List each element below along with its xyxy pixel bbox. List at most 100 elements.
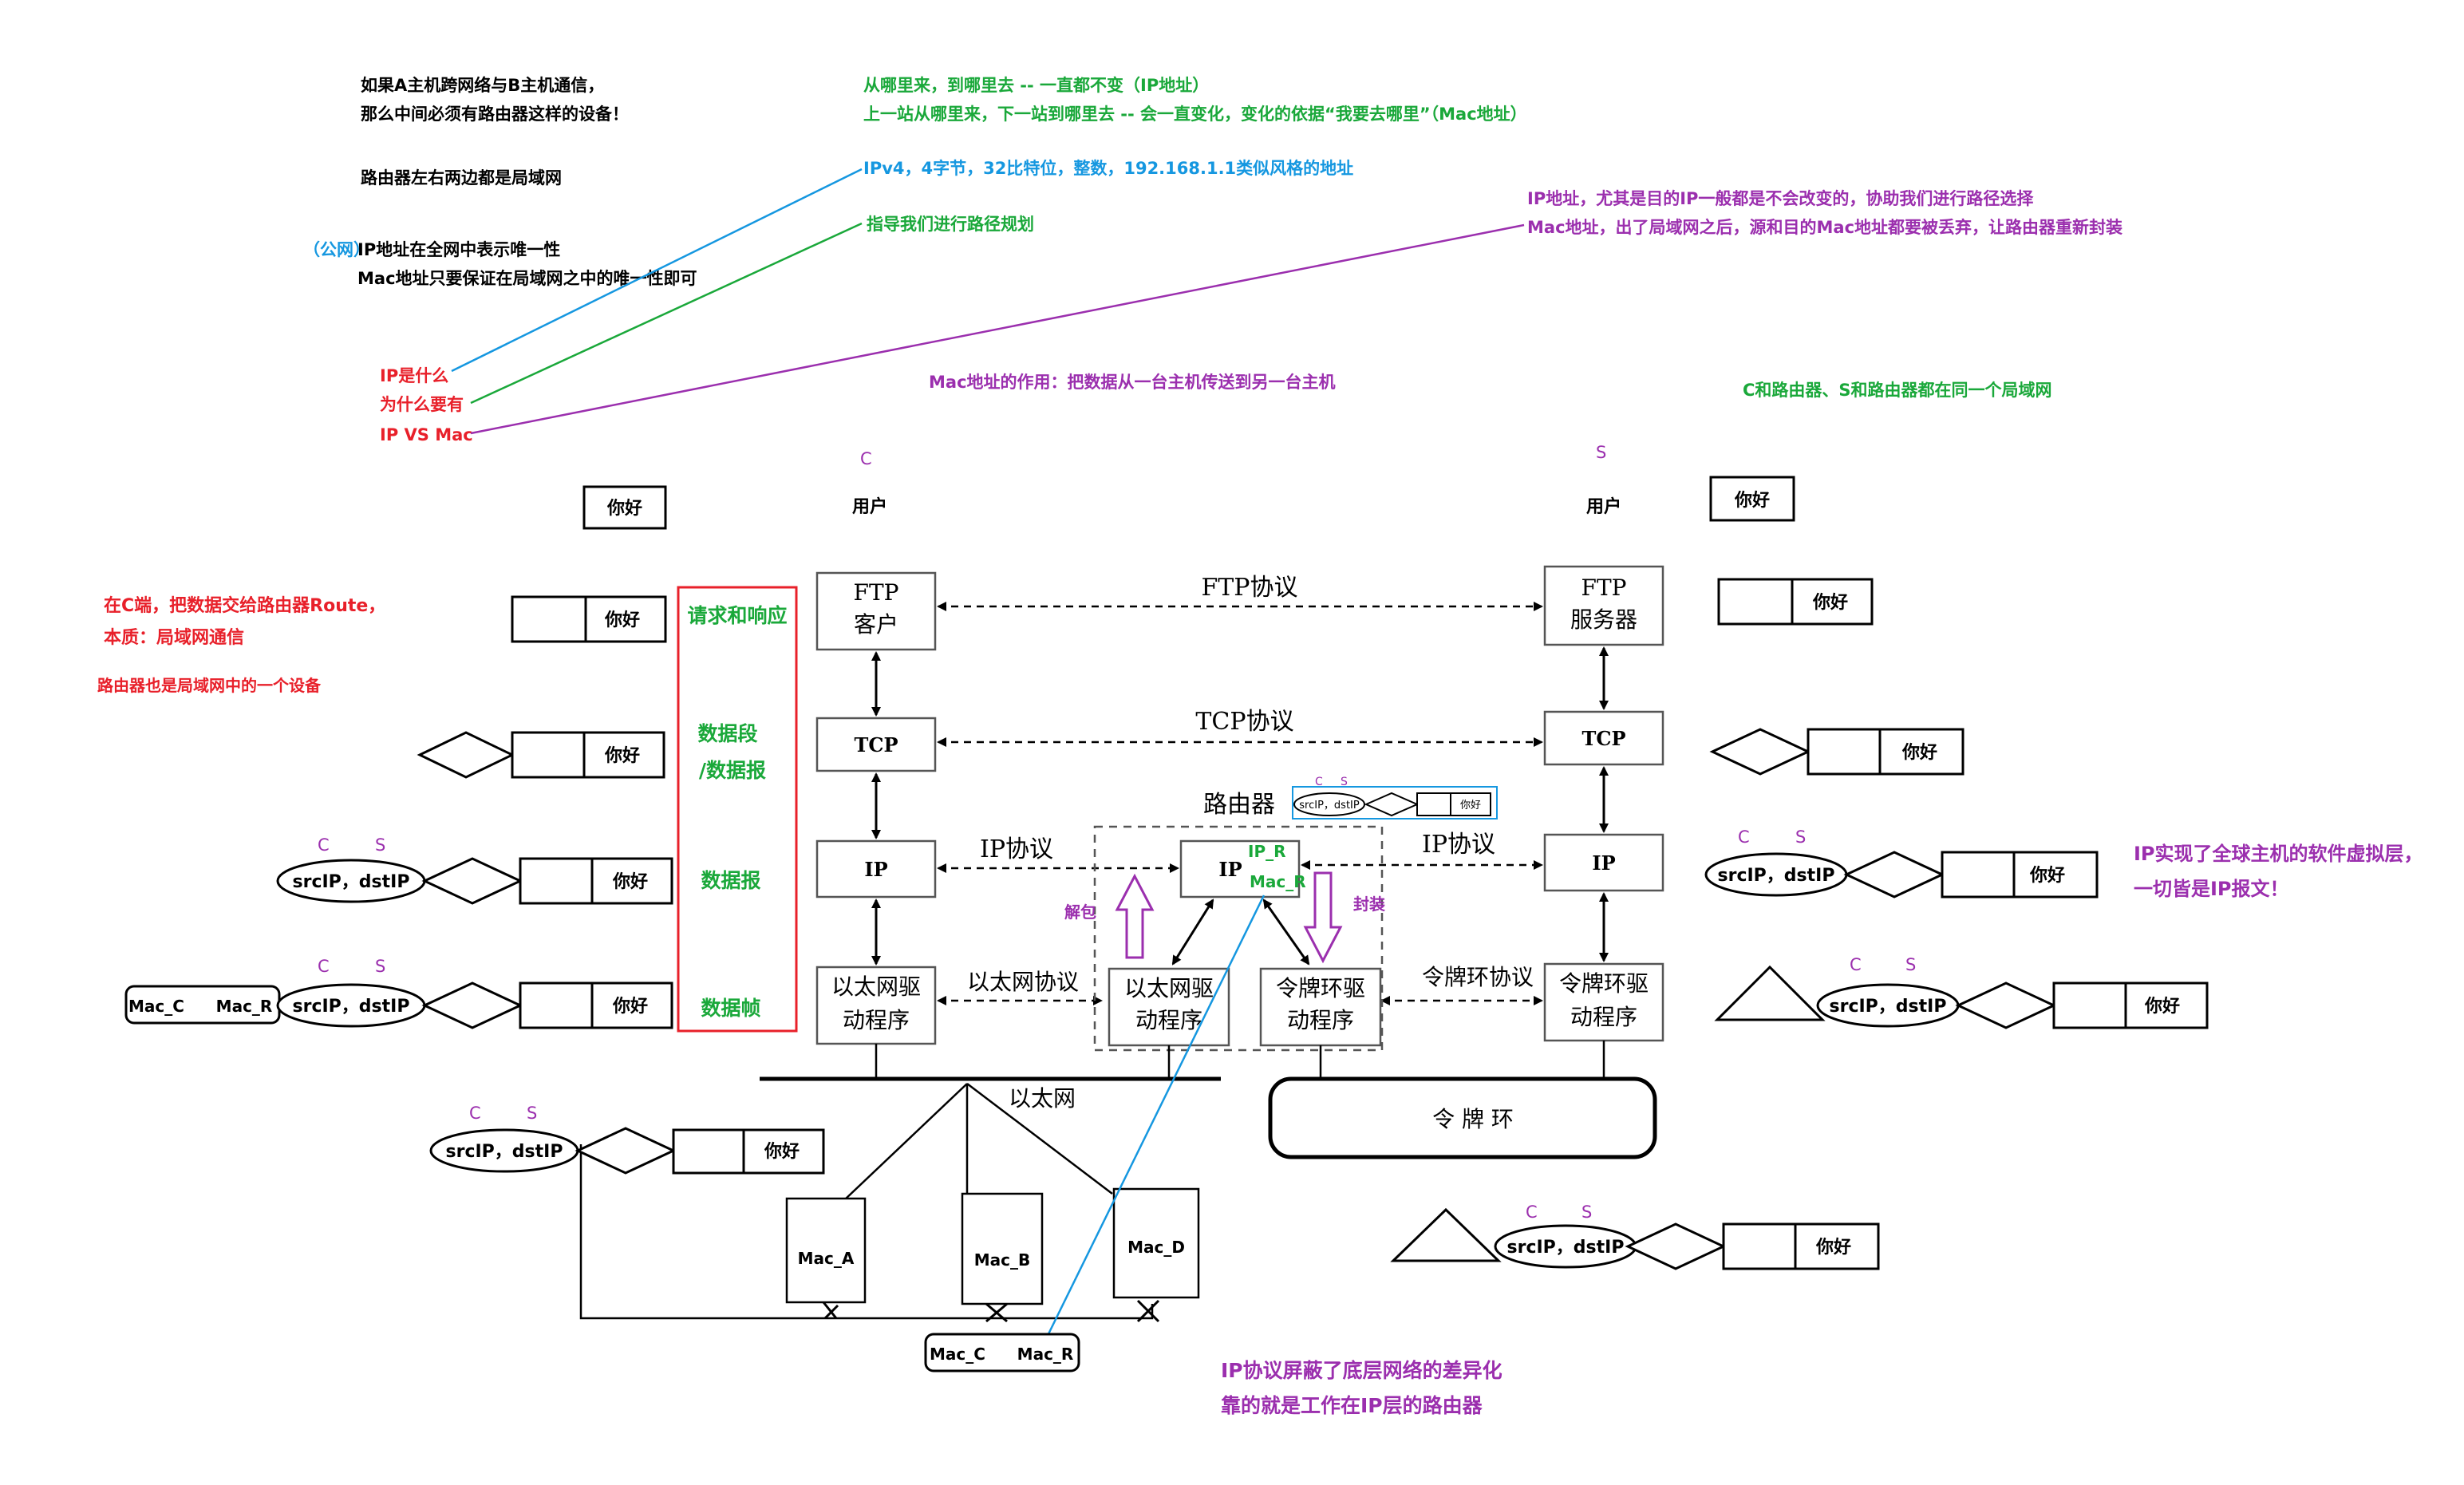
payload-text-dgram-left: 你好 xyxy=(612,871,648,892)
src-dst-ip-right: srcIP，dstIP xyxy=(1718,866,1835,886)
label-user-c: 用户 xyxy=(852,496,887,517)
payload-text-bottom-left: 你好 xyxy=(764,1141,800,1162)
host-d-box xyxy=(1112,1187,1200,1299)
src-dst-ip-frame-left: srcIP，dstIP xyxy=(293,997,410,1017)
ethernet-label: 以太网 xyxy=(1009,1085,1076,1112)
note-ip-virtual-layer: IP实现了全球主机的软件虚拟层， xyxy=(2134,843,2423,865)
router-region xyxy=(1093,825,1384,1052)
payload-text-tcp-left: 你好 xyxy=(604,610,640,630)
pack-label: 封装 xyxy=(1353,895,1385,914)
host-a-box xyxy=(785,1197,867,1304)
payload-text-app: 你好 xyxy=(606,498,642,519)
ftp-client-box xyxy=(815,571,937,651)
ip-client-box xyxy=(815,839,937,899)
note-router-device: 路由器也是局域网中的一个设备 xyxy=(97,676,322,695)
payload-box-bottom-right xyxy=(1794,1222,1880,1270)
header-box-dgram-left xyxy=(519,857,594,905)
eth-line-a xyxy=(843,1083,968,1201)
label-c-frame-right: C xyxy=(1850,955,1862,974)
cross-mark-d xyxy=(1136,1299,1160,1323)
label-s-frame-right: S xyxy=(1905,955,1916,974)
payload-text-frame-right: 你好 xyxy=(2144,996,2180,1017)
ftp-server-box xyxy=(1543,565,1664,646)
src-dst-ip-bottom-left: srcIP，dstIP xyxy=(446,1142,563,1162)
host-d-label: Mac_D xyxy=(1127,1238,1185,1257)
note-public-prefix: （公网） xyxy=(303,240,370,259)
payload-text-tcp-right: 你好 xyxy=(1812,592,1848,613)
token-driver-server-line1: 令牌环驱 xyxy=(1559,970,1649,997)
note-ip-unique: IP地址在全网中表示唯一性 xyxy=(357,240,560,259)
payload-box-frame-left xyxy=(590,981,673,1029)
payload-box-dgram-left xyxy=(590,857,673,905)
payload-box-tcp-right xyxy=(1791,578,1874,626)
payload-box-dgram-right xyxy=(2012,851,2099,899)
router-mac-r: Mac_R xyxy=(1250,872,1306,891)
payload-text-bottom-right: 你好 xyxy=(1815,1237,1851,1258)
layer-trans-name2: /数据报 xyxy=(699,759,766,782)
ftp-client-line2: 客户 xyxy=(854,611,898,638)
layer-app-name: 请求和响应 xyxy=(687,604,787,627)
mac-r-frame-bottom: Mac_R xyxy=(1017,1345,1074,1364)
ip-protocol-label-right: IP协议 xyxy=(1422,831,1495,859)
note-ip-constant: 从哪里来，到哪里去 -- 一直都不变（IP地址） xyxy=(863,76,1209,95)
label-c-bottom-right: C xyxy=(1526,1203,1538,1222)
note-lan-comm: 本质：局域网通信 xyxy=(104,627,244,648)
router-token-driver-line2: 动程序 xyxy=(1287,1007,1354,1033)
note-mac-changes: 上一站从哪里来，下一站到哪里去 -- 会一直变化，变化的依据“我要去哪里”（Ma… xyxy=(863,105,1527,124)
note-c-to-router: 在C端，把数据交给路由器Route， xyxy=(104,595,385,616)
host-b-box xyxy=(961,1192,1044,1305)
payload-text-dgram-right: 你好 xyxy=(2029,865,2065,886)
label-c-dgram-left: C xyxy=(318,835,330,855)
note-all-ip: 一切皆是IP报文！ xyxy=(2134,878,2289,900)
payload-box-app xyxy=(582,485,667,530)
unpack-label: 解包 xyxy=(1064,902,1096,922)
label-s-dgram-right: S xyxy=(1795,827,1806,847)
unpack-arrow xyxy=(1115,873,1155,959)
token-driver-server-box xyxy=(1543,962,1664,1042)
ip-server-box xyxy=(1543,833,1664,892)
pointer-line-what xyxy=(451,168,863,373)
eth-driver-client-line1: 以太网驱 xyxy=(831,974,921,1000)
question-what-ip: IP是什么 xyxy=(380,366,448,385)
header-box-frame-right xyxy=(2052,981,2127,1029)
src-dst-ip-frame-right: srcIP，dstIP xyxy=(1830,997,1947,1017)
mac-header-frame-bottom xyxy=(924,1333,1080,1372)
ip-protocol-label-left: IP协议 xyxy=(980,835,1053,863)
payload-text-frame-left: 你好 xyxy=(612,996,648,1017)
mini-label-c: C xyxy=(1315,776,1323,788)
frame-header-triangle-bottom-right xyxy=(1390,1207,1502,1262)
label-s-bottom-left: S xyxy=(527,1104,537,1123)
mini-payload-box xyxy=(1450,792,1491,816)
bottom-link-line xyxy=(579,1144,1154,1320)
label-s-frame-left: S xyxy=(375,957,385,976)
payload-box-seg-left xyxy=(582,731,665,779)
pointer-line-frame xyxy=(1040,895,1266,1348)
tcp-client-box xyxy=(815,717,937,772)
label-s-dgram-left: S xyxy=(375,835,385,855)
payload-box-bottom-left xyxy=(742,1128,825,1175)
payload-box-frame-right xyxy=(2124,981,2209,1029)
mini-src-dst: srcIP，dstIP xyxy=(1299,800,1360,812)
ftp-client-line1: FTP xyxy=(854,579,899,606)
eth-line-d xyxy=(966,1083,1113,1195)
eth-driver-client-box xyxy=(815,966,937,1045)
tcp-protocol-label: TCP协议 xyxy=(1195,708,1293,736)
router-eth-driver-line2: 动程序 xyxy=(1135,1007,1202,1033)
label-c-dgram-right: C xyxy=(1738,827,1750,847)
header-box-seg-right xyxy=(1807,728,1882,776)
tcp-header-diamond-right3 xyxy=(1955,981,2057,1029)
label-s-bottom-right: S xyxy=(1581,1203,1592,1222)
cross-mark-a xyxy=(822,1301,839,1320)
tcp-client-label: TCP xyxy=(854,733,898,756)
note-ipv4: IPv4，4字节，32比特位，整数，192.168.1.1类似风格的地址 xyxy=(863,159,1353,178)
note-route-planning: 指导我们进行路径规划 xyxy=(867,215,1034,234)
tcp-header-diamond-right2 xyxy=(1843,851,1945,899)
mini-payload-text: 你好 xyxy=(1460,800,1481,812)
label-user-s: 用户 xyxy=(1586,496,1621,517)
tcp-header-diamond-left2 xyxy=(421,857,523,905)
label-c-frame-left: C xyxy=(318,957,330,976)
header-box-tcp-right xyxy=(1717,578,1794,626)
note-mac-unique: Mac地址只要保证在局域网之中的唯一性即可 xyxy=(357,269,697,288)
arrow-router-ip-eth xyxy=(1171,899,1214,966)
